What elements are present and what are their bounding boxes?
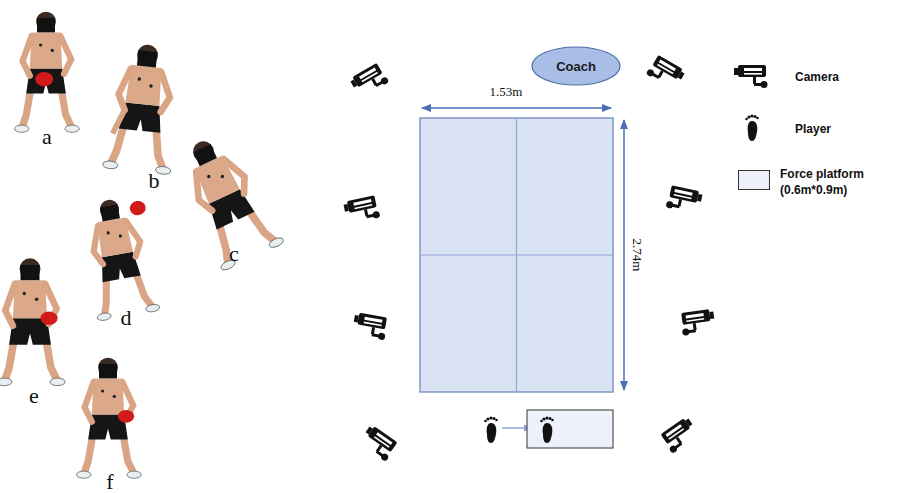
player-photo-b	[102, 41, 183, 175]
node-label: Coach	[531, 46, 621, 86]
photo-letter: e	[29, 385, 39, 407]
coach-ellipse: Coach	[531, 46, 621, 86]
node-shape	[532, 47, 620, 85]
length-dimension	[623, 120, 625, 390]
player-photo-e	[0, 258, 65, 385]
camera-symbol	[680, 309, 716, 336]
photo-letter: c	[229, 243, 239, 265]
width-dimension	[422, 107, 611, 109]
camera-symbol	[666, 185, 704, 214]
camera-symbol	[349, 62, 390, 99]
photo-letter: a	[42, 126, 52, 148]
player-photo-a	[14, 12, 79, 133]
legend-camera-sample	[734, 65, 768, 88]
table-tennis-table	[420, 118, 613, 392]
dimension-label: 2.74m	[631, 239, 644, 272]
legend-swatch	[738, 170, 770, 190]
camera-symbol	[646, 54, 687, 91]
player-photo-d	[77, 194, 163, 322]
player-footprint	[484, 416, 498, 443]
player-footprint	[540, 416, 554, 443]
legend-text: Force platform (0.6m*0.9m)	[780, 166, 898, 198]
legend-player-sample	[745, 114, 759, 141]
camera-symbol	[659, 416, 700, 454]
camera-symbol	[358, 424, 399, 462]
dimension-label: 1.53m	[490, 85, 523, 98]
camera-symbol	[343, 195, 381, 224]
force-platform	[527, 410, 613, 448]
legend-text: Camera	[795, 69, 895, 85]
table-net-line	[420, 254, 613, 255]
photo-letter: b	[149, 170, 160, 192]
player-photo-f	[77, 358, 142, 479]
player-photo-c	[169, 127, 285, 271]
camera-symbol	[351, 312, 388, 340]
photo-letter: d	[121, 307, 132, 329]
photo-letter: f	[106, 471, 113, 493]
legend-text: Player	[795, 121, 895, 137]
